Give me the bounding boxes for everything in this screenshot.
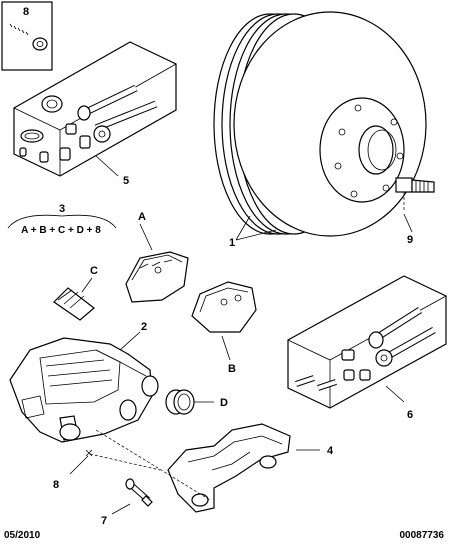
callout-2: 2	[141, 321, 147, 333]
bolt-head-icon	[368, 331, 384, 349]
cap-icon	[343, 369, 355, 381]
part-8-inset: 8	[1, 1, 53, 71]
callout-B: B	[228, 363, 236, 375]
callout-7: 7	[101, 515, 107, 527]
cap-icon	[65, 123, 77, 135]
bolt-head-icon	[375, 349, 393, 367]
bolt-icon	[7, 23, 48, 51]
wheel-stud	[395, 177, 435, 210]
callout-D: D	[220, 397, 228, 409]
callout-A: A	[138, 211, 146, 223]
callout-6: 6	[407, 409, 413, 421]
callout-9: 9	[407, 234, 413, 246]
caliper-bracket	[167, 423, 291, 513]
footer-reference: 00087736	[399, 530, 445, 541]
callout-1: 1	[229, 237, 235, 249]
callout-8: 8	[53, 479, 59, 491]
cap-icon	[59, 147, 71, 161]
kit-box-6	[287, 275, 447, 409]
brake-caliper	[9, 337, 159, 443]
callout-C: C	[90, 265, 98, 277]
callout-5: 5	[123, 175, 129, 187]
kit-composition: 3 A + B + C + D + 8	[7, 203, 117, 236]
kit-box-5	[13, 41, 177, 177]
cap-icon	[359, 369, 371, 381]
footer-date: 05/2010	[4, 530, 41, 541]
bolt-head-icon	[77, 105, 91, 121]
cap-icon	[79, 135, 91, 149]
pad-clip-c	[53, 287, 95, 321]
caliper-piston-d	[165, 389, 195, 415]
cap-icon	[341, 349, 355, 361]
cap-icon	[39, 151, 49, 163]
brake-pad-b	[191, 281, 257, 333]
seal-ring-icon	[41, 95, 63, 113]
callout-8-box: 8	[23, 6, 29, 18]
mounting-guide-lines	[85, 429, 211, 501]
brake-disc	[213, 11, 427, 237]
brake-pad-a	[125, 251, 189, 303]
bolt-head-icon	[93, 125, 111, 143]
callout-4: 4	[327, 445, 334, 457]
disc-stud-holes	[334, 104, 404, 198]
kit-formula: A + B + C + D + 8	[21, 225, 101, 236]
bleed-screw	[125, 478, 153, 507]
cap-icon	[19, 147, 27, 157]
callout-3: 3	[59, 203, 65, 215]
disc-center-bore	[358, 125, 394, 175]
o-ring-icon	[20, 129, 44, 143]
